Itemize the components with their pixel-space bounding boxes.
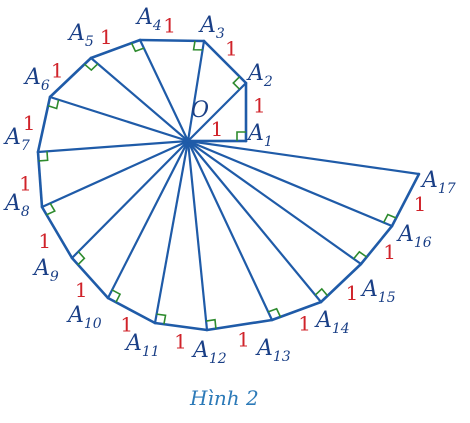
right-angle-mark-a8 (46, 202, 56, 216)
right-angle-mark-a3 (192, 40, 203, 51)
unit-label-12: 1 (174, 329, 187, 353)
unit-segment-6 (48, 56, 93, 99)
unit-segment-16 (359, 224, 394, 266)
ray-o-a5 (90, 57, 189, 142)
point-label-a2: A2 (246, 61, 273, 90)
unit-segment-12 (153, 321, 209, 332)
unit-label-4: 1 (163, 14, 176, 38)
right-angle-mark-a14 (314, 287, 329, 297)
center-label-o: O (191, 98, 209, 123)
right-angle-mark-a5 (83, 63, 99, 72)
unit-label-11: 1 (120, 313, 133, 337)
unit-label-13: 1 (237, 327, 250, 351)
unit-label-15: 1 (346, 281, 359, 305)
unit-segment-4 (138, 38, 206, 43)
ray-o-a12 (186, 140, 209, 331)
ray-o-a9 (71, 140, 189, 259)
figure-caption: Hình 2 (189, 386, 259, 410)
ray-o-a3 (186, 40, 206, 142)
ray-o-a4 (139, 39, 189, 142)
right-angle-mark-a10 (111, 289, 122, 303)
right-angle-mark-a6 (47, 99, 60, 110)
right-angle-mark-a1 (236, 131, 246, 141)
right-angle-mark-a9 (77, 251, 86, 266)
unit-segment-5 (89, 38, 142, 60)
point-label-a16: A16 (396, 222, 432, 251)
point-label-a15: A15 (360, 277, 396, 306)
ray-o-a6 (49, 95, 189, 143)
ray-o-a7 (37, 139, 189, 154)
point-label-a9: A9 (32, 256, 59, 285)
unit-label-17: 1 (414, 192, 427, 216)
ray-o-a15 (187, 140, 362, 265)
right-angle-mark-a16 (382, 213, 397, 223)
unit-segment-13 (205, 318, 274, 332)
right-angle-mark-a13 (267, 307, 282, 318)
right-angle-mark-a2 (232, 76, 241, 90)
ray-o-a10 (107, 140, 189, 299)
unit-label-5: 1 (100, 25, 113, 49)
point-label-a14: A14 (314, 308, 350, 337)
radial-lines (37, 39, 420, 331)
point-label-a7: A7 (3, 125, 30, 154)
right-angle-mark-a7 (38, 151, 49, 162)
unit-label-10: 1 (75, 278, 88, 302)
unit-segment-14 (270, 300, 323, 322)
point-label-a3: A3 (198, 13, 225, 42)
right-angle-mark-a11 (156, 313, 167, 325)
unit-segment-9 (40, 205, 74, 260)
point-label-a10: A10 (66, 303, 102, 332)
unit-label-2: 1 (253, 93, 266, 117)
ray-o-a16 (187, 139, 393, 228)
unit-label-9: 1 (38, 229, 51, 253)
right-angle-mark-a12 (205, 318, 217, 329)
unit-label-14: 1 (298, 312, 311, 336)
point-label-a5: A5 (67, 21, 94, 50)
unit-segment-8 (36, 150, 44, 209)
unit-label-16: 1 (383, 240, 396, 264)
unit-label-7: 1 (23, 111, 36, 135)
right-angle-mark-a15 (353, 250, 368, 260)
ray-o-a17 (187, 139, 420, 176)
point-label-a12: A12 (191, 338, 227, 367)
unit-segment-7 (36, 95, 52, 154)
ray-o-a14 (187, 140, 322, 303)
ray-o-a8 (41, 139, 189, 209)
unit-segment-3 (202, 39, 248, 85)
point-label-a4: A4 (135, 5, 162, 34)
unit-segment-17 (390, 172, 421, 228)
right-angle-marks (38, 40, 397, 329)
point-label-a13: A13 (255, 336, 291, 365)
point-label-a11: A11 (124, 331, 160, 360)
point-label-a6: A6 (23, 65, 50, 94)
unit-label-8: 1 (19, 171, 32, 195)
unit-label-3: 1 (225, 36, 238, 60)
point-label-a8: A8 (3, 191, 30, 220)
point-label-a17: A17 (420, 168, 456, 197)
ray-o-a2 (187, 82, 247, 142)
ray-o-a13 (187, 140, 273, 321)
ray-o-a11 (153, 140, 190, 324)
unit-label-1: 1 (211, 117, 224, 141)
point-label-a1: A1 (246, 121, 273, 150)
unit-label-6: 1 (51, 58, 64, 82)
right-angle-mark-a4 (130, 42, 145, 53)
